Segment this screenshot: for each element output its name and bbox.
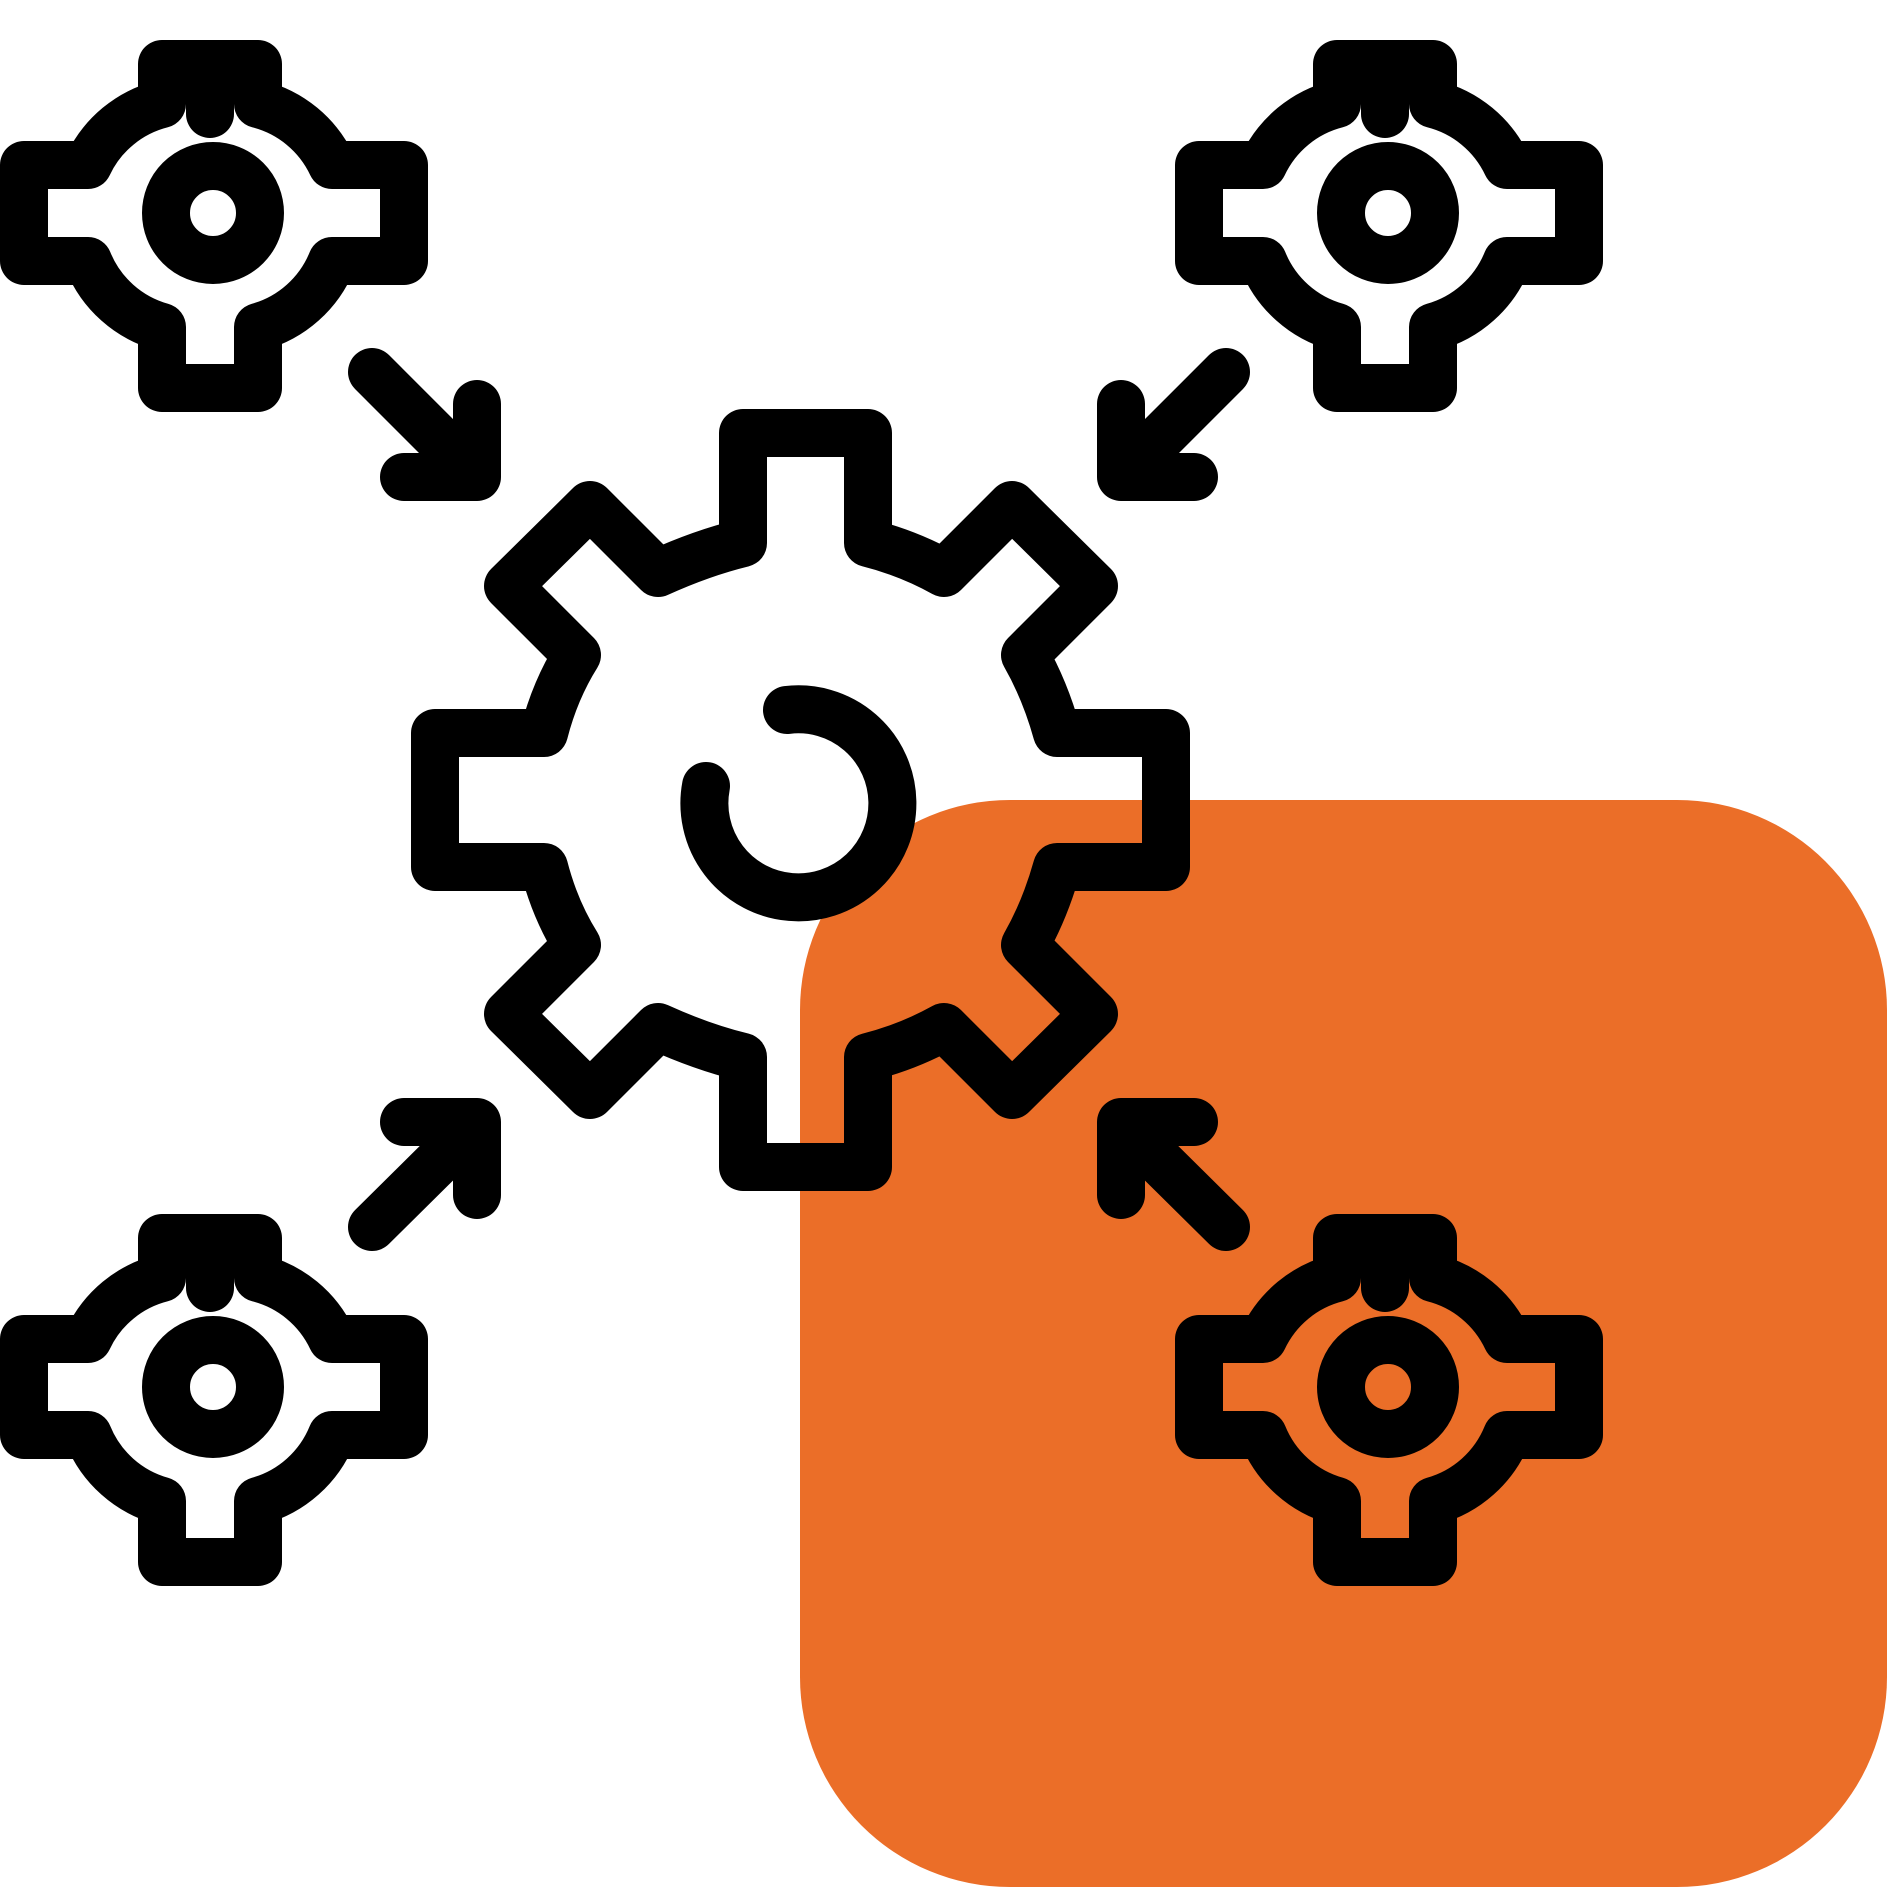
- arrow-down-right-icon: [348, 348, 501, 501]
- gear-icon-central: [411, 409, 1190, 1191]
- arrow-up-left-icon: [1097, 1098, 1250, 1251]
- arrow-down-left-icon: [1097, 348, 1250, 501]
- gear-icon-bottom-left: [24, 1238, 404, 1562]
- arrow-up-right-icon: [348, 1098, 501, 1251]
- gear-icon-top-left: [24, 64, 404, 388]
- gear-icon-top-right: [1199, 64, 1579, 388]
